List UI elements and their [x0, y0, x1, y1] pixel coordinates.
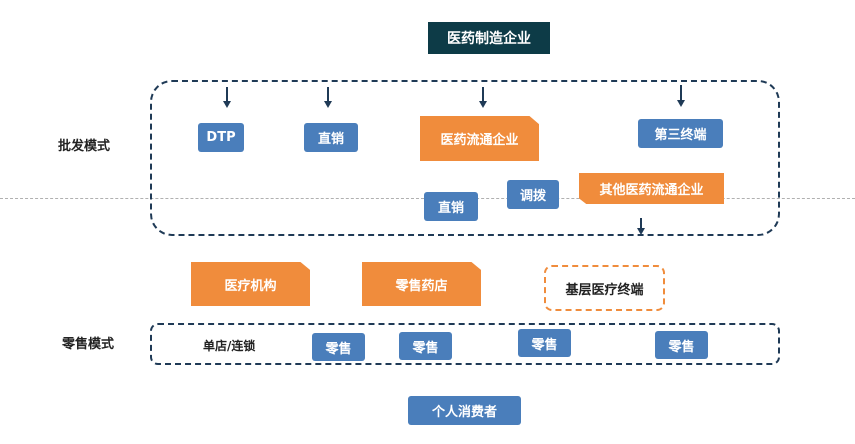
arrow-to-distributor: [482, 87, 484, 101]
arrow-out-wholesale-head: [637, 228, 645, 235]
arrow-to-third-terminal: [680, 85, 682, 100]
wholesale-region: [150, 80, 780, 236]
arrow-to-dtp: [226, 87, 228, 101]
retail-region: [150, 323, 780, 365]
direct-sale-top-node: 直销: [304, 123, 358, 152]
primary-care-node: 基层医疗终端: [544, 265, 665, 311]
allocation-node: 调拨: [507, 180, 559, 209]
arrow-to-dtp-head: [223, 101, 231, 108]
arrow-out-wholesale: [640, 218, 642, 228]
retail-node-4: 零售: [655, 331, 708, 359]
direct-sale-bottom-node: 直销: [424, 192, 478, 221]
other-distributor-node: 其他医药流通企业: [579, 173, 724, 204]
pharma-distributor-node: 医药流通企业: [420, 116, 539, 161]
arrow-to-direct-sale-head: [324, 101, 332, 108]
retail-node-2: 零售: [399, 332, 452, 360]
arrow-to-direct-sale: [327, 87, 329, 101]
dtp-node: DTP: [198, 123, 244, 152]
consumer-node: 个人消费者: [408, 396, 521, 425]
medical-institution-node: 医疗机构: [191, 262, 310, 306]
wholesale-mode-label: 批发模式: [58, 139, 111, 154]
arrow-to-third-terminal-head: [677, 100, 685, 107]
third-terminal-node: 第三终端: [638, 119, 723, 148]
store-chain-label: 单店/连锁: [203, 339, 256, 353]
pharma-manufacturer-node: 医药制造企业: [428, 22, 550, 54]
retail-mode-label: 零售模式: [62, 337, 115, 352]
retail-pharmacy-node: 零售药店: [362, 262, 481, 306]
arrow-to-distributor-head: [479, 101, 487, 108]
retail-node-3: 零售: [518, 329, 571, 357]
retail-node-1: 零售: [312, 333, 365, 361]
